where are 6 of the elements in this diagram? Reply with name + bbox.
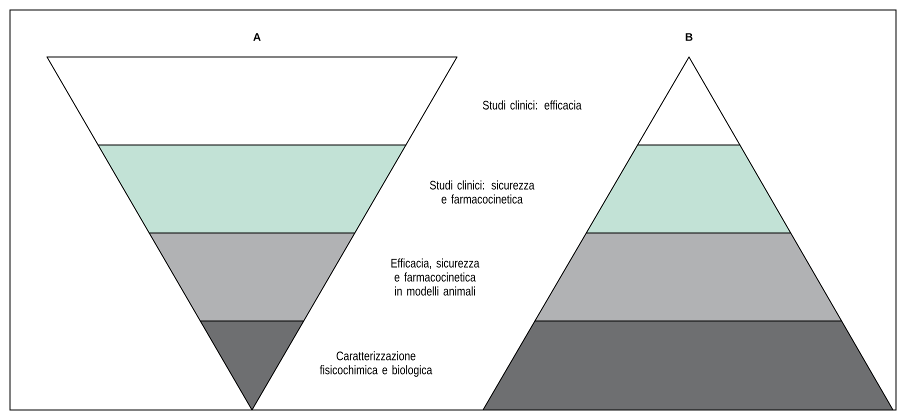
band-label: Caratterizzazione fisicochimica e biologica: [320, 351, 432, 377]
panel-letter: A: [253, 33, 261, 41]
band-label: Studi clinici: efficacia: [482, 100, 582, 110]
panel-letter: B: [686, 33, 692, 41]
band-label: Efficacia, sicurezza e farmacocinetica in modelli animali: [391, 258, 480, 296]
band-label: Studi clinici: sicurezza e farmacocinetica: [430, 180, 534, 204]
